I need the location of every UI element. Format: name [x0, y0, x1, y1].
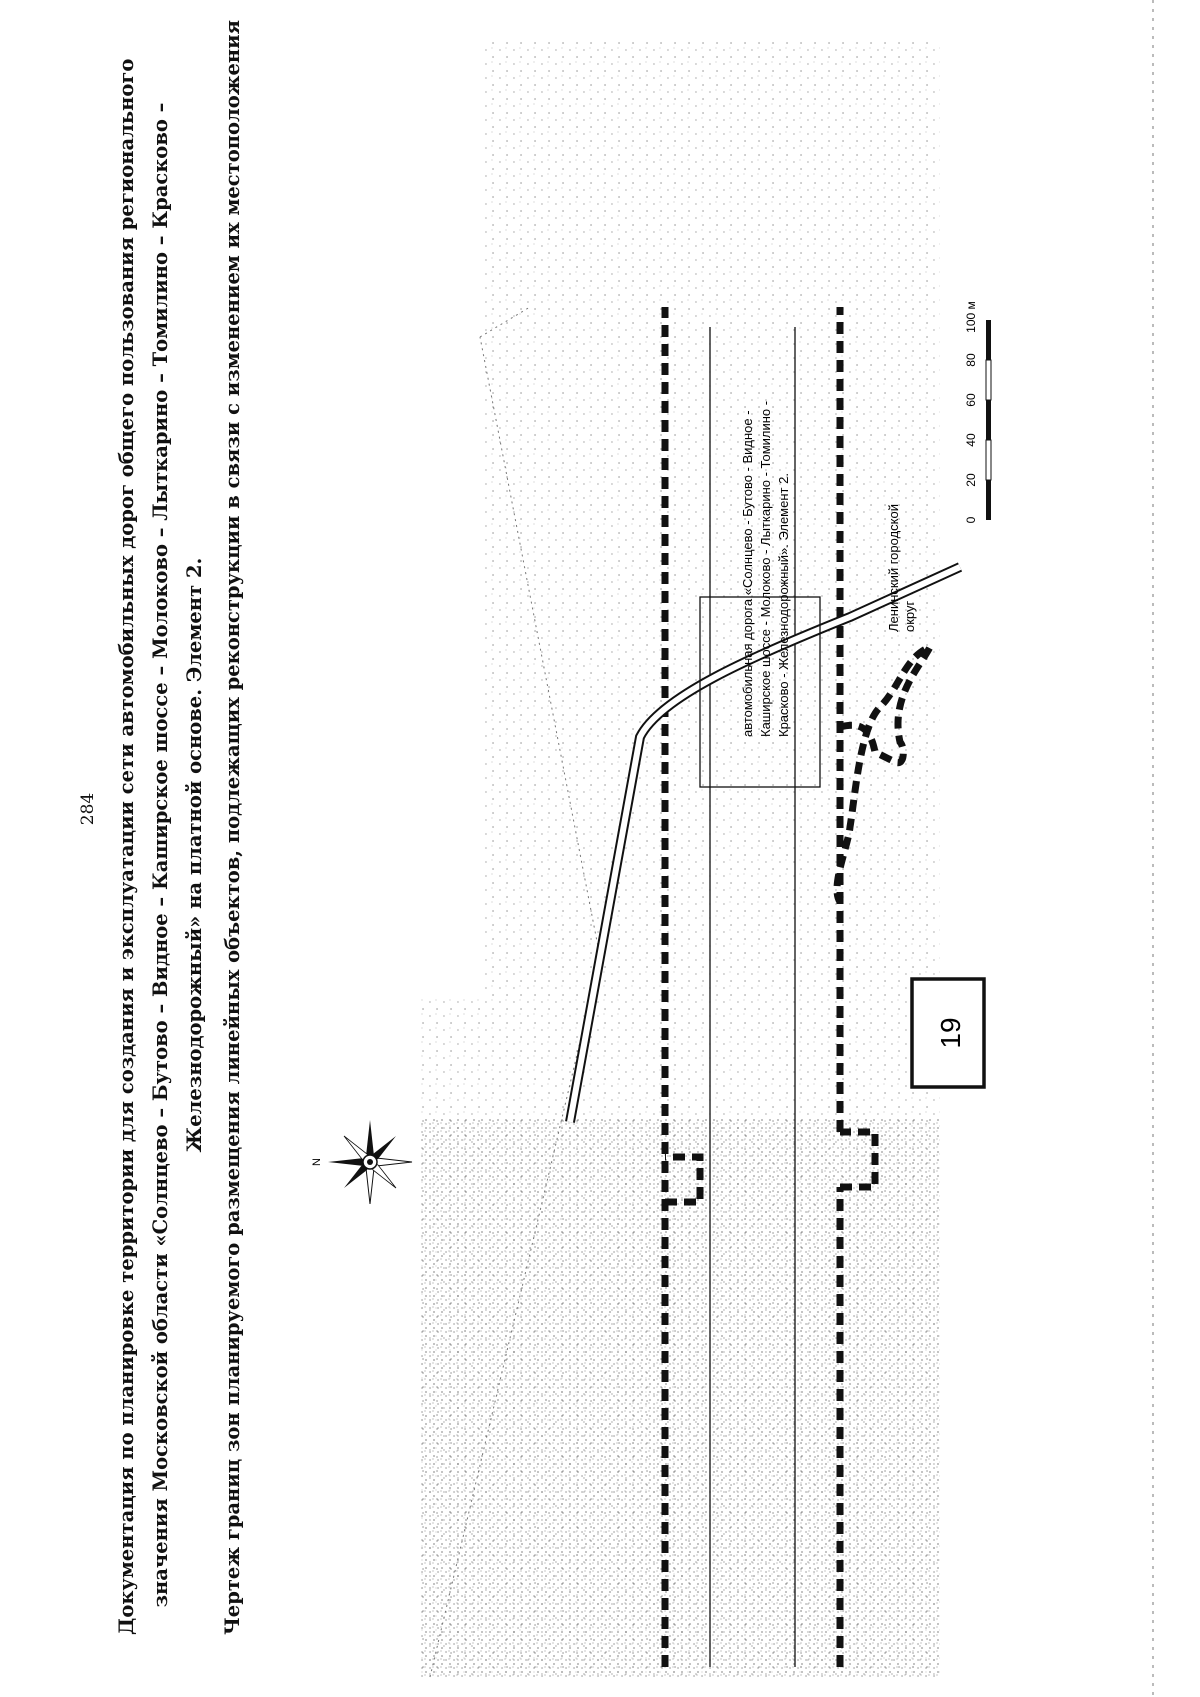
scale-segment-5: [986, 320, 991, 360]
crossing-linear-object-inner: [567, 564, 962, 1123]
survey-line-3: [479, 306, 531, 338]
sheet-number-box: [910, 977, 986, 1089]
road-label-line-2: Каширское шоссе - Молоково - Лыткарино -…: [758, 401, 773, 737]
white-mask-upper: [360, 0, 480, 997]
road-label-line-3: Красково - Железнодорожный». Элемент 2.: [776, 473, 791, 737]
scale-tick-20: 20: [964, 473, 978, 487]
scale-bar: 0 20 40 60 80 100 м: [964, 301, 992, 523]
reconstruction-area: [699, 596, 821, 788]
zone-boundary-left-jog: [665, 1153, 704, 1206]
scale-segment-3: [986, 400, 991, 440]
scale-tick-80: 80: [964, 353, 978, 367]
district-label-line-1: Ленинский городской: [886, 504, 901, 632]
road-label-line-1: автомобильная дорога «Солнцево - Бутово …: [740, 410, 755, 737]
scale-tick-40: 40: [964, 433, 978, 447]
north-label: N: [311, 1158, 323, 1166]
district-label-line-2: округ: [902, 600, 917, 632]
scan-edge-line: [1152, 0, 1154, 1697]
scale-segment-2: [985, 439, 992, 481]
zone-boundary-bulge: [833, 640, 938, 904]
sheet-number: 19: [935, 1017, 966, 1048]
terrain-stipple-dense: [420, 1117, 940, 1677]
scale-tick-100: 100 м: [964, 301, 978, 333]
compass-rose-icon: [328, 1120, 413, 1205]
scale-tick-60: 60: [964, 393, 978, 407]
zone-boundary-right-jog: [840, 1128, 879, 1191]
scale-segment-4: [985, 359, 992, 401]
scale-segment-1: [986, 480, 991, 520]
scale-tick-0: 0: [964, 516, 978, 523]
